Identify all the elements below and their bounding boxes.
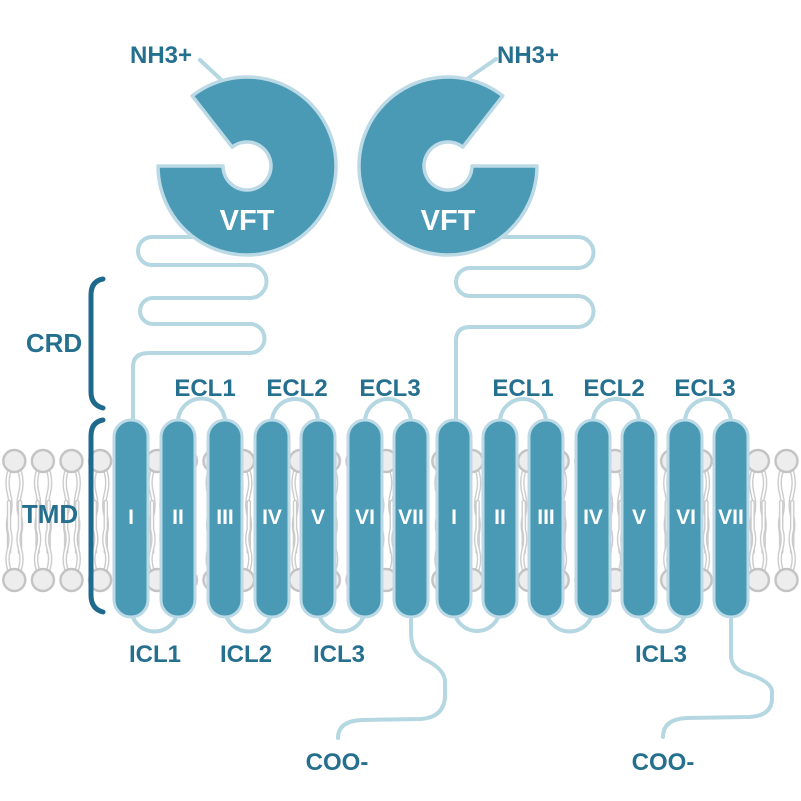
nterm-label-left: NH3+ [130,42,192,69]
nterm-stalk-right [465,57,498,81]
ecl1-loop-left [176,396,227,424]
cterm-label-right: COO- [632,749,695,776]
tm-helix [392,418,430,619]
ecl2-loop-left [270,397,320,424]
ecl1-label-right: ECL1 [492,375,553,402]
crd-loop-right [454,235,596,423]
icl3-label-right: ICL3 [635,641,687,668]
cterm-label-left: COO- [306,749,369,776]
tm-helix [666,418,704,619]
nterm-label-right: NH3+ [497,42,559,69]
tm-helix-label: VII [398,506,424,529]
tm-helix [159,418,197,619]
tm-helix-label: VI [676,506,696,529]
tm-helices [112,418,750,619]
ecl2-label-left: ECL2 [266,375,327,402]
tm-helix [206,418,244,619]
vft-domain-left [156,75,338,257]
ecl3-loop-right [683,397,733,424]
tm-helix-labels: I II III IV V VI VII I II III IV V VI VI… [128,506,744,529]
tm-helix [435,418,473,619]
ecl3-loop-left [363,397,413,424]
tm-helix-label: III [216,506,234,529]
tm-helix-label: II [494,506,506,529]
ecl1-loop-right [498,397,548,424]
tm-helix [481,418,519,619]
tm-helix [712,418,750,619]
vft-label-left: VFT [220,205,275,237]
tm-helix [620,418,658,619]
tm-helix [574,418,612,619]
tm-helix [346,418,384,619]
tm-helix-label: IV [262,506,282,529]
tm-helix-label: VII [718,506,744,529]
vft-label-right: VFT [421,205,476,237]
tm-helix [299,418,337,619]
ecl2-label-right: ECL2 [583,375,644,402]
cterm-tail-left [336,608,447,740]
tm-helix-label: II [172,506,184,529]
cterm-tail-right [661,608,774,739]
tm-helix [253,418,291,619]
tm-helix-label: I [451,506,457,529]
ecl3-label-left: ECL3 [359,375,420,402]
vft-domain-right [357,75,539,257]
tm-helix-label: IV [583,506,603,529]
tm-helix-label: III [537,506,555,529]
tm-helix-label: V [632,506,646,529]
tmd-bracket [88,417,106,615]
crd-label: CRD [26,328,82,358]
ecl2-loop-right [591,397,641,424]
crd-loop-left [131,235,269,423]
tm-helix-label: I [128,506,134,529]
tmd-label: TMD [22,499,78,529]
tm-helix-label: V [311,506,325,529]
tm-helix [527,418,565,619]
ecl3-label-right: ECL3 [674,375,735,402]
ecl1-label-left: ECL1 [174,375,235,402]
tm-helix-label: VI [355,506,375,529]
tm-helix [112,418,150,619]
icl3-label-left: ICL3 [313,641,365,668]
crd-bracket [88,276,106,411]
icl2-label-left: ICL2 [220,641,272,668]
icl1-label-left: ICL1 [129,641,181,668]
